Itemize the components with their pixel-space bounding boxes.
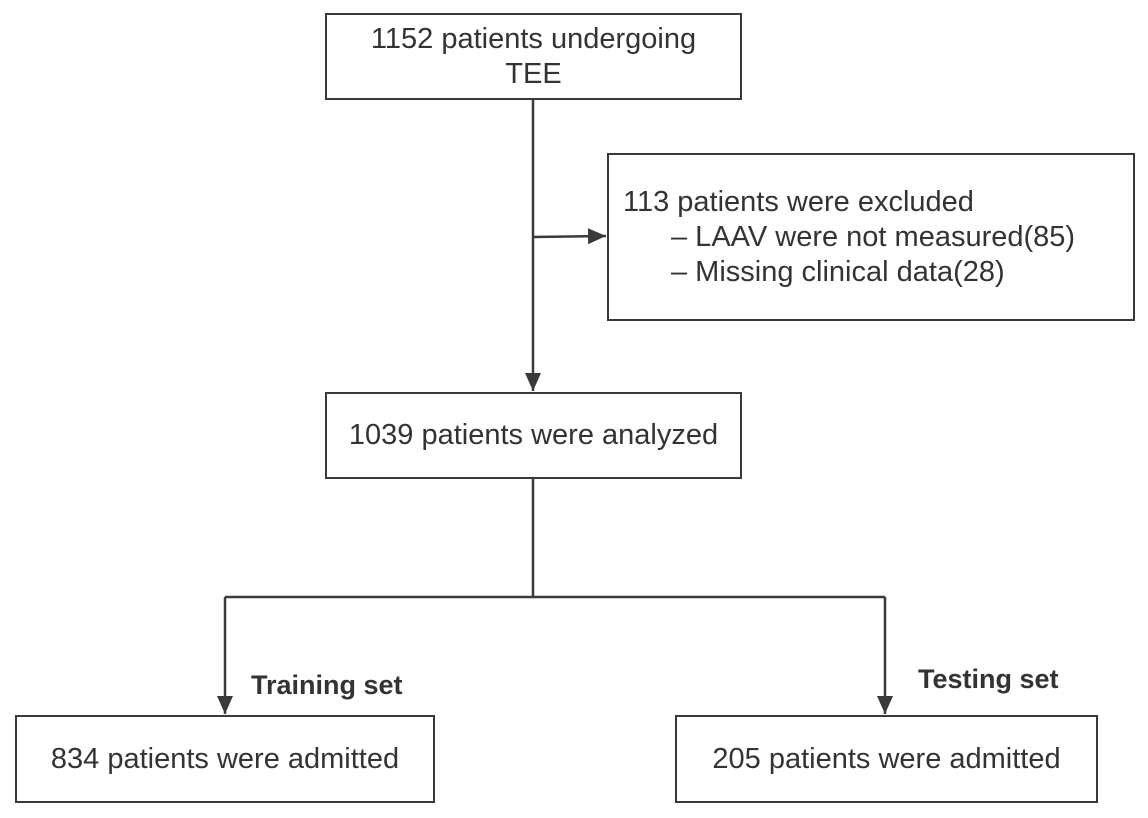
analyzed-node: 1039 patients were analyzed bbox=[325, 392, 742, 479]
training-node: 834 patients were admitted bbox=[15, 715, 435, 803]
exclusion-reason-2: – Missing clinical data(28) bbox=[671, 255, 1005, 288]
exclusion-reason-1: – LAAV were not measured(85) bbox=[671, 220, 1076, 253]
testing-node-text: 205 patients were admitted bbox=[712, 742, 1061, 775]
training-node-text: 834 patients were admitted bbox=[50, 742, 400, 775]
training-set-label: Training set bbox=[251, 670, 403, 700]
start-node-line2: TEE bbox=[505, 57, 562, 90]
connector-to-exclusion bbox=[532, 228, 607, 245]
testing-set-label: Testing set bbox=[918, 664, 1059, 694]
exclusion-title: 113 patients were excluded bbox=[623, 186, 974, 218]
exclusion-node: 113 patients were excluded – LAAV were n… bbox=[607, 153, 1135, 321]
start-node: 1152 patients undergoing TEE bbox=[325, 13, 742, 100]
analyzed-node-text: 1039 patients were analyzed bbox=[348, 419, 719, 452]
testing-node: 205 patients were admitted bbox=[675, 715, 1098, 803]
start-node-line1: 1152 patients undergoing bbox=[370, 22, 697, 55]
